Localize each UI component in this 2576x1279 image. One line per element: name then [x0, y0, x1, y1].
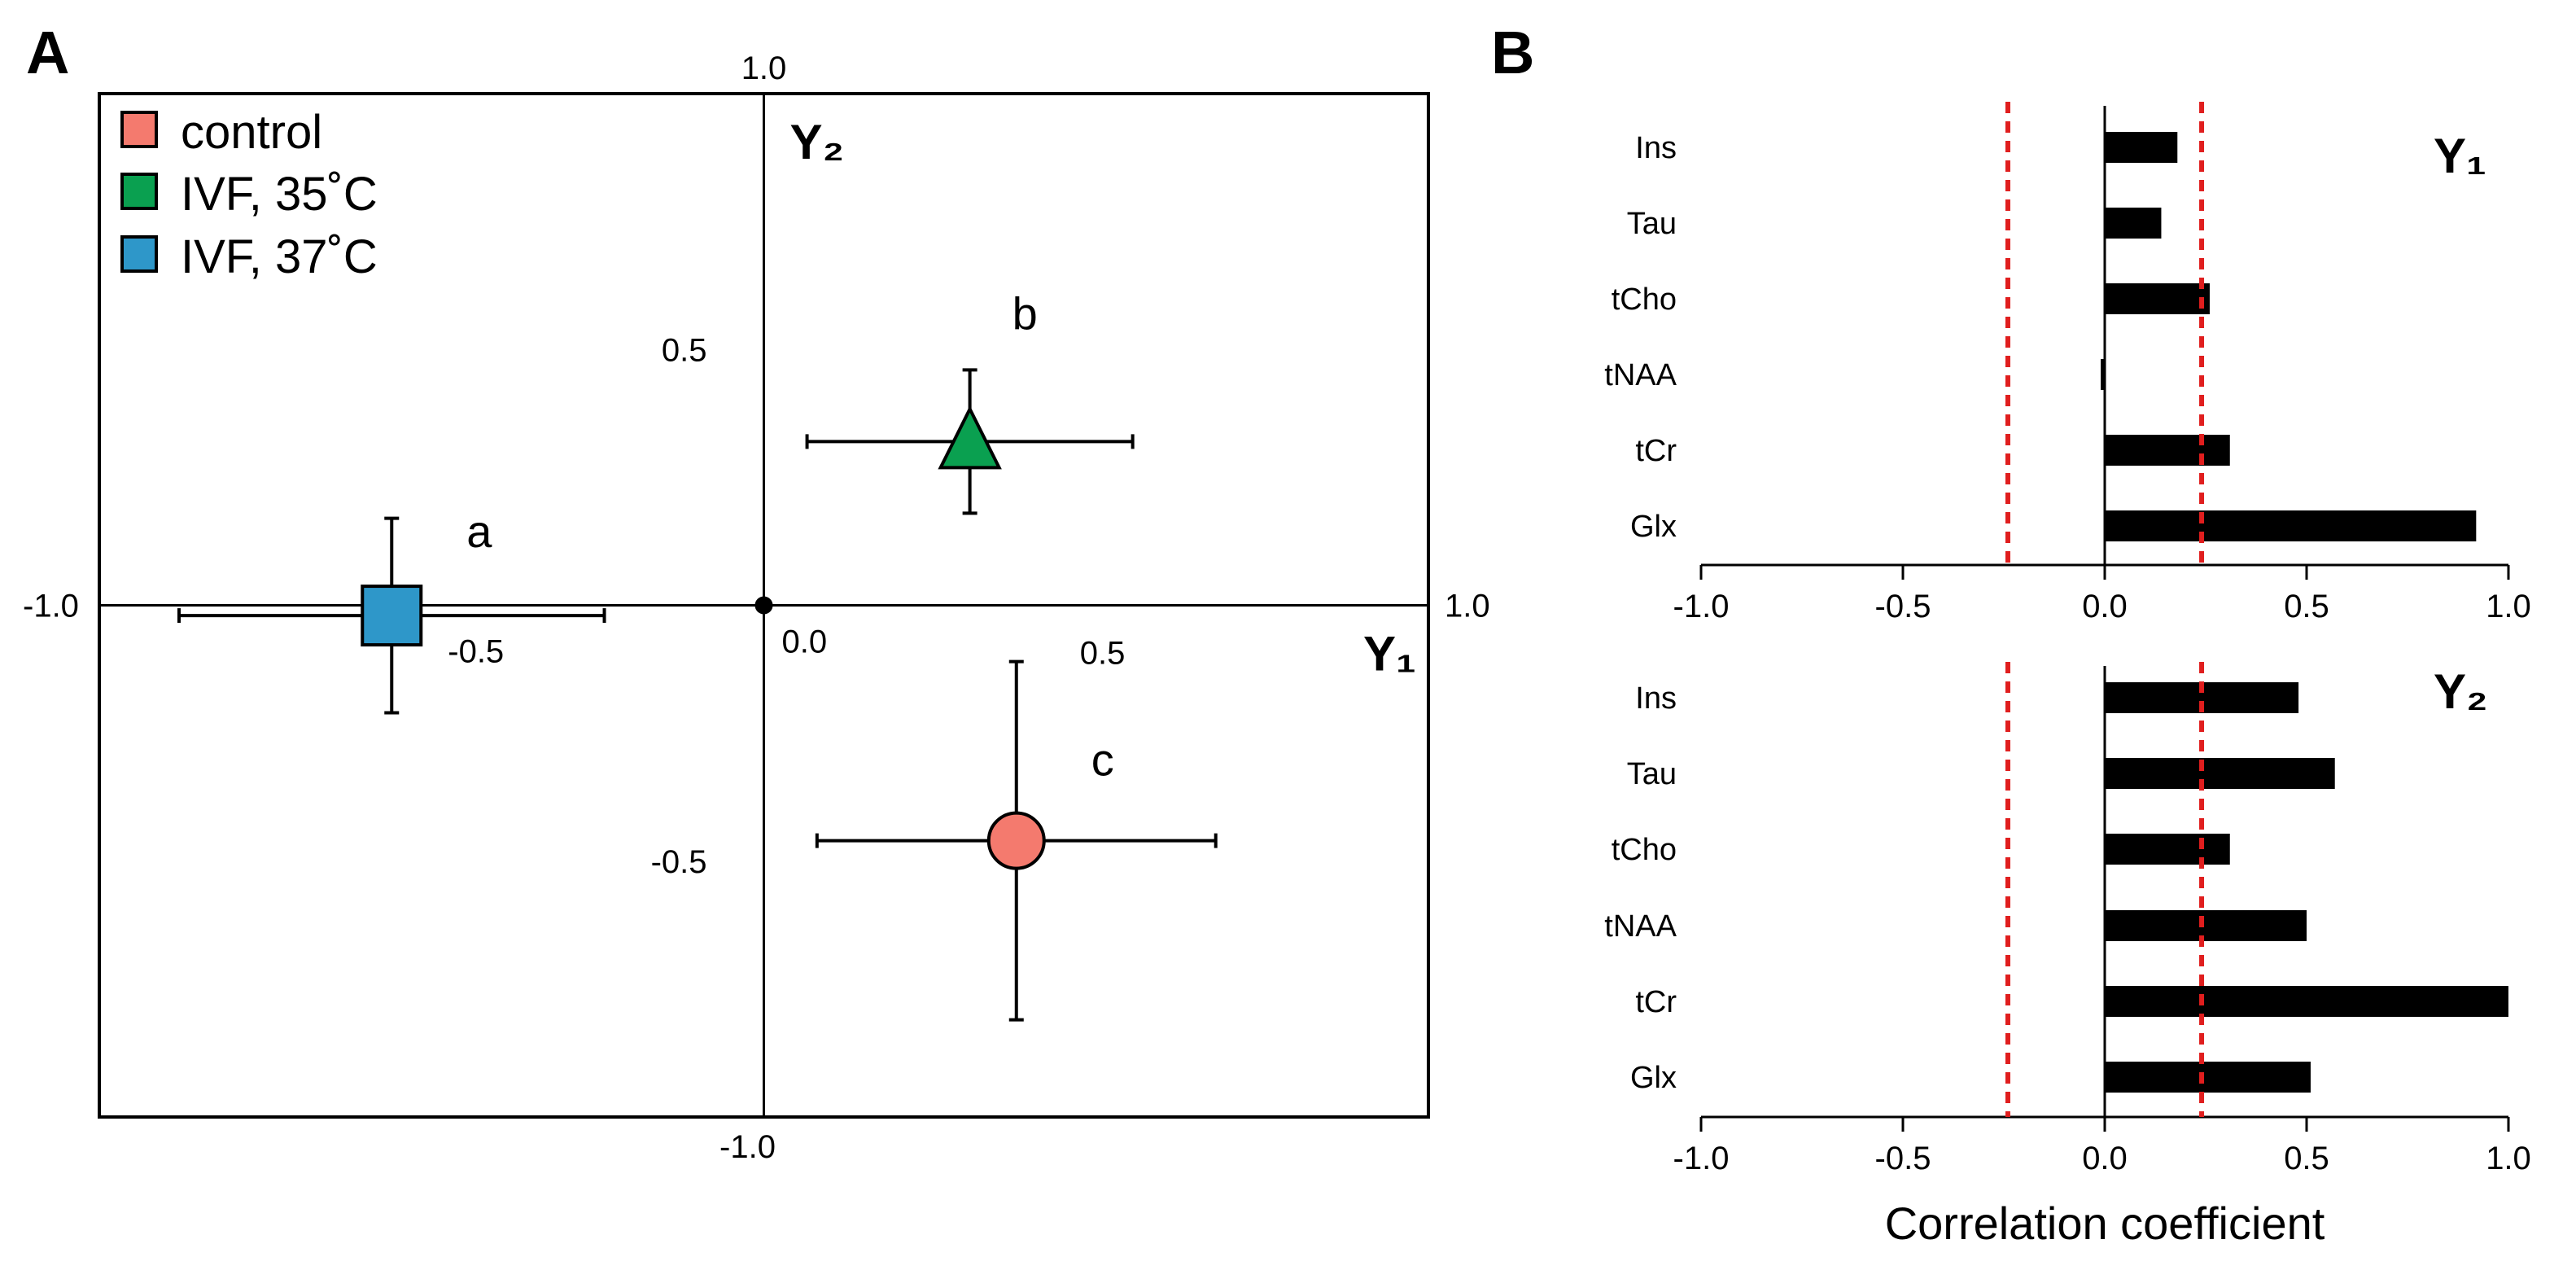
- bar-ins: [2105, 132, 2178, 163]
- panel-b-label: B: [1491, 19, 1534, 86]
- group-letter-annotation: c: [1091, 734, 1114, 786]
- category-label: Tau: [1627, 757, 1677, 791]
- y-tick-label: -0.5: [651, 844, 707, 880]
- bar-tnaa: [2101, 359, 2106, 390]
- x-tick-label: -1.0: [23, 589, 79, 624]
- y-tick-label: 1.0: [741, 50, 787, 86]
- x-axis-name: Y₁: [1363, 627, 1416, 681]
- bar-tau: [2105, 208, 2162, 239]
- category-label: tNAA: [1604, 358, 1677, 392]
- bar-tcho: [2105, 283, 2210, 314]
- group-letter-annotation: b: [1012, 287, 1038, 339]
- legend-label: IVF, 35˚C: [181, 168, 378, 221]
- x-tick-label: -0.5: [1875, 589, 1931, 624]
- category-label: Ins: [1635, 131, 1677, 165]
- panel-title: Y₁: [2434, 129, 2486, 183]
- panel-title: Y₂: [2434, 664, 2488, 719]
- category-label: tCho: [1612, 283, 1677, 317]
- legend-label: IVF, 37˚C: [181, 230, 378, 283]
- bar-tcr: [2105, 986, 2508, 1017]
- x-tick-label: 1.0: [2486, 589, 2531, 624]
- data-point-ivf-37c: [361, 585, 423, 647]
- x-tick-label: 0.5: [2284, 1141, 2329, 1176]
- data-point-control: [986, 811, 1046, 870]
- y-axis-name: Y₂: [790, 115, 845, 169]
- panel-a-label: A: [26, 19, 69, 86]
- y-tick-label: 0.5: [662, 332, 707, 368]
- data-point-ivf-35c: [938, 405, 1002, 470]
- bar-tnaa: [2105, 910, 2307, 941]
- bar-tcho: [2105, 834, 2230, 865]
- x-tick-label: -0.5: [1875, 1141, 1931, 1176]
- category-label: tNAA: [1604, 909, 1677, 944]
- bar-tcr: [2105, 435, 2230, 466]
- category-label: Ins: [1635, 681, 1677, 716]
- legend-swatch: [120, 235, 158, 273]
- x-tick-label: 0.0: [782, 624, 828, 660]
- y-tick-label: -1.0: [719, 1129, 776, 1165]
- category-label: Tau: [1627, 207, 1677, 241]
- legend-label: control: [181, 106, 322, 159]
- bar-glx: [2105, 1062, 2311, 1093]
- group-letter-annotation: a: [466, 506, 492, 557]
- category-label: tCho: [1612, 833, 1677, 867]
- x-tick-label: 1.0: [2486, 1141, 2531, 1176]
- x-tick-label: 1.0: [1445, 589, 1490, 624]
- x-tick-label: 0.5: [1080, 636, 1126, 672]
- legend-swatch: [120, 111, 158, 148]
- x-tick-label: 0.0: [2082, 1141, 2128, 1176]
- category-label: tCr: [1635, 985, 1677, 1019]
- x-tick-label: 0.0: [2082, 589, 2128, 624]
- category-label: Glx: [1630, 510, 1677, 544]
- x-tick-label: 0.5: [2284, 589, 2329, 624]
- x-tick-label: -1.0: [1673, 589, 1730, 624]
- legend-swatch: [120, 173, 158, 210]
- bar-tau: [2105, 758, 2335, 789]
- bar-glx: [2105, 510, 2477, 541]
- x-tick-label: -1.0: [1673, 1141, 1730, 1176]
- category-label: tCr: [1635, 434, 1677, 468]
- x-axis-title: Correlation coefficient: [1885, 1198, 2325, 1249]
- origin-point: [754, 596, 773, 615]
- category-label: Glx: [1630, 1061, 1677, 1095]
- x-tick-label: -0.5: [448, 634, 504, 670]
